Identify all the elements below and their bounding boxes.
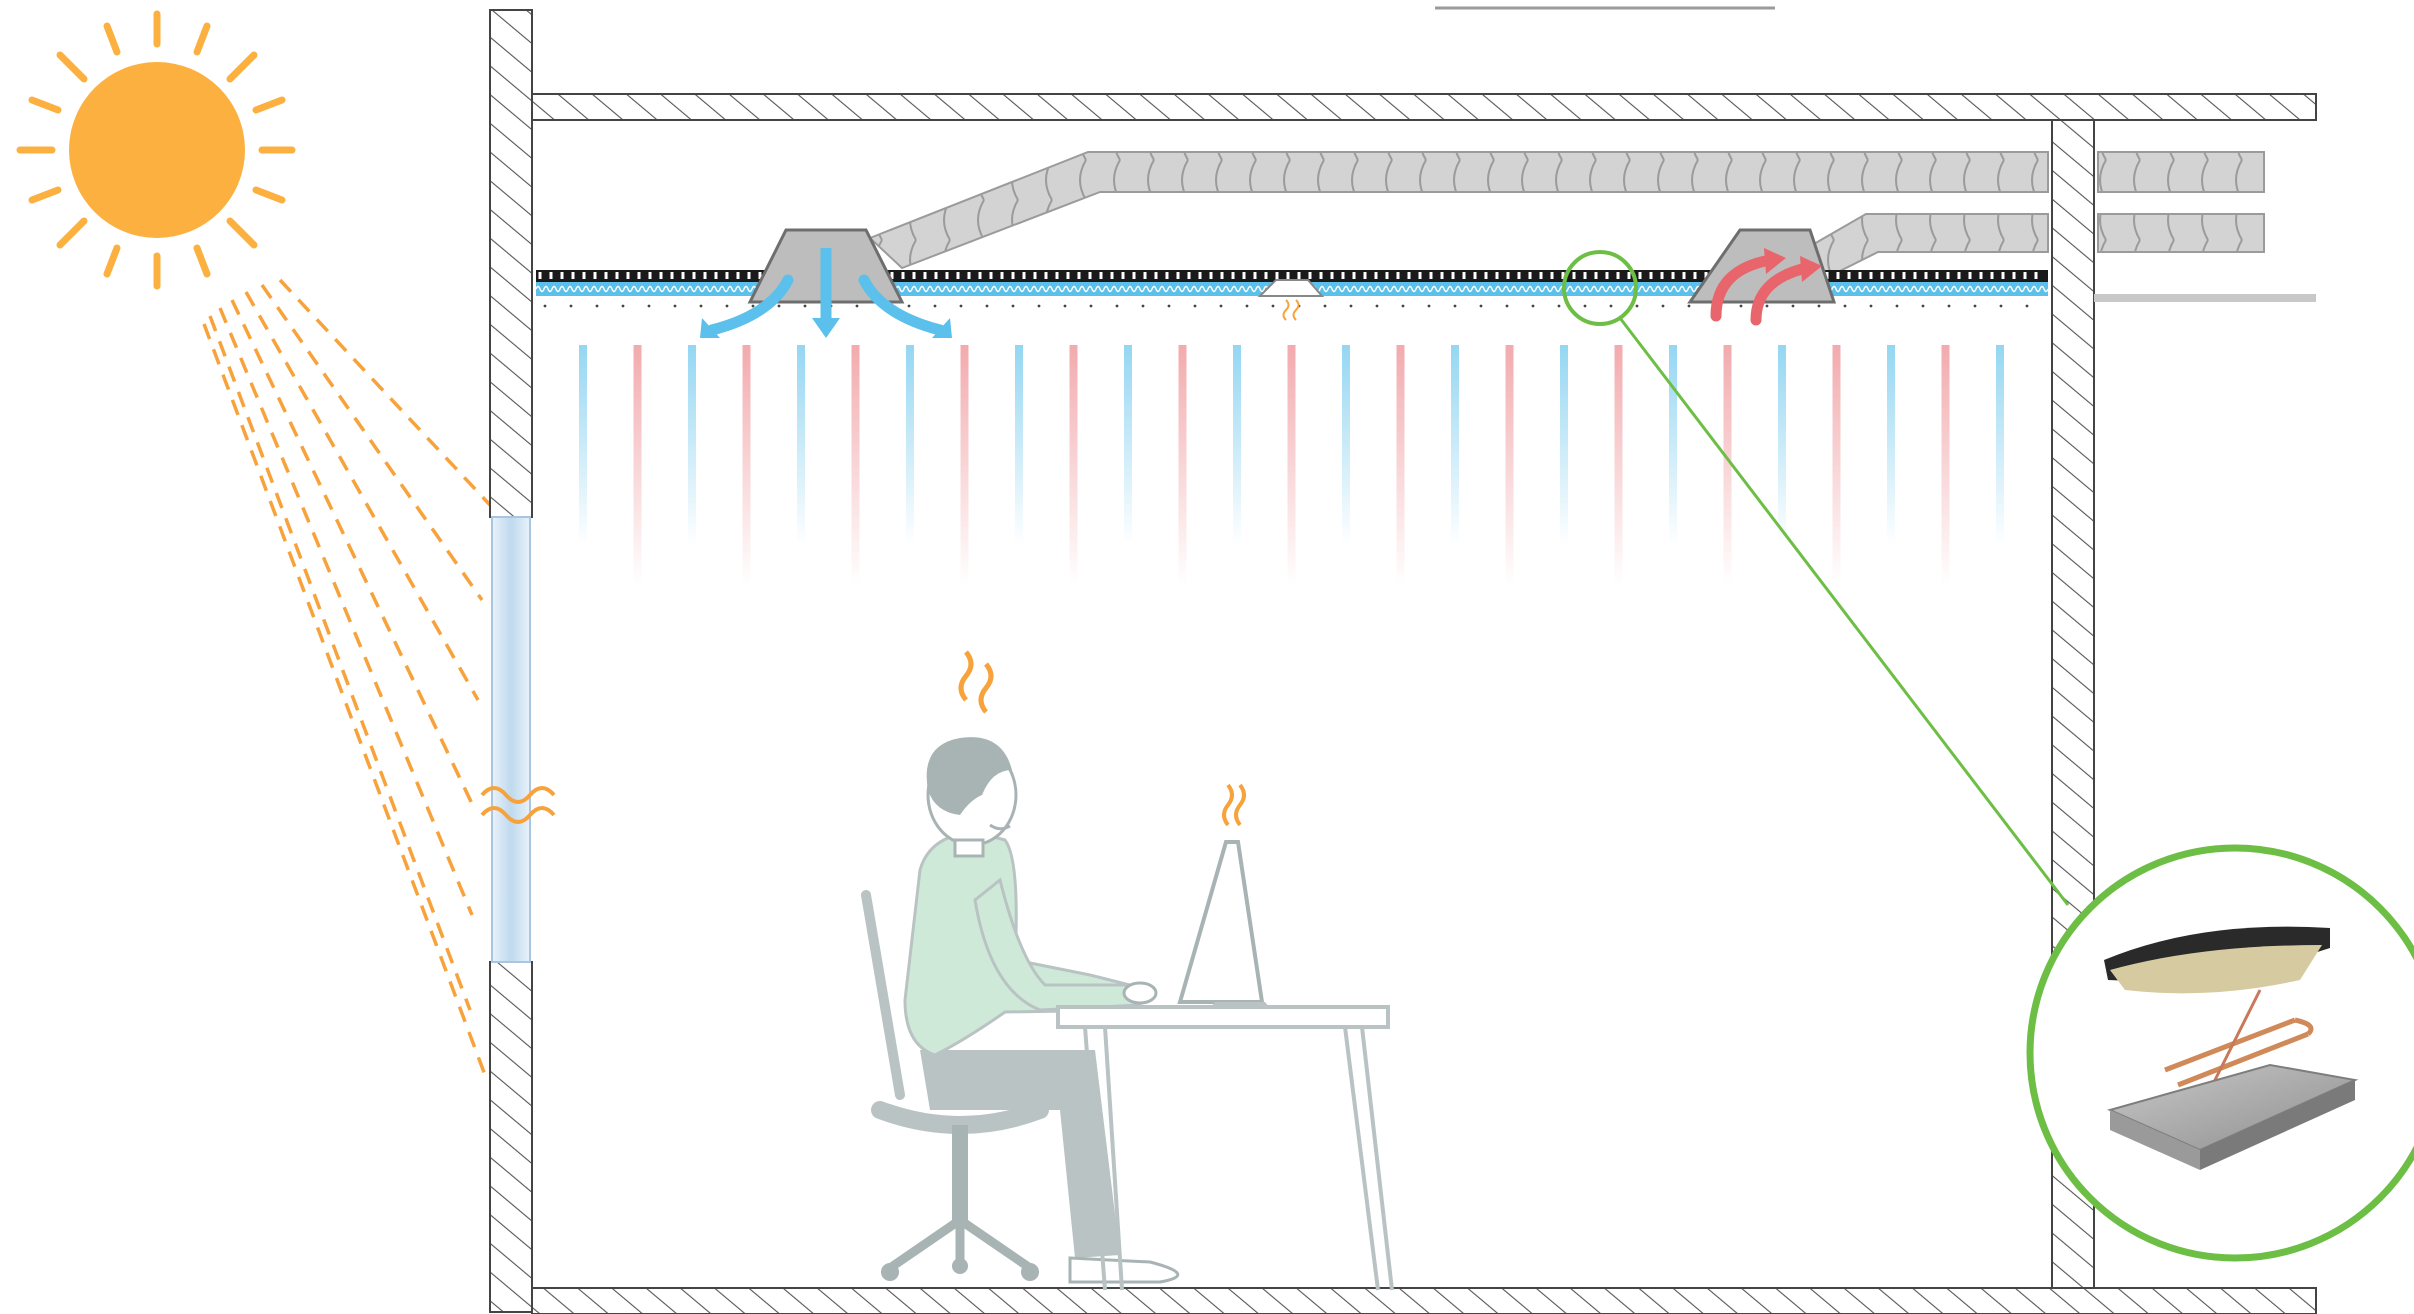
floor-slab — [531, 1287, 2317, 1314]
cool-band — [1996, 345, 2004, 545]
cool-band — [906, 345, 914, 545]
warm-band — [1287, 345, 1296, 585]
warm-band — [960, 345, 969, 585]
return-duct — [1798, 213, 2265, 282]
warm-band — [1069, 345, 1078, 585]
sun-icon — [16, 10, 296, 290]
cool-band — [1887, 345, 1895, 545]
desk — [1056, 1005, 1394, 1291]
cool-band — [1124, 345, 1132, 545]
window-pane — [480, 516, 556, 963]
cool-band — [1342, 345, 1350, 545]
supply-duct — [868, 151, 2265, 270]
sunlight-rays — [202, 278, 492, 1076]
warm-band — [851, 345, 860, 585]
warm-band — [1614, 345, 1623, 585]
radiant-temperature-bands — [579, 345, 2004, 585]
ceiling-panel-detail-icon — [2026, 844, 2414, 1262]
warm-band — [1832, 345, 1841, 585]
left-wall — [489, 9, 533, 1313]
cool-band — [1778, 345, 1786, 545]
person-at-desk-icon — [861, 650, 1180, 1284]
cool-band — [579, 345, 587, 545]
cool-band — [1015, 345, 1023, 545]
cool-band — [797, 345, 805, 545]
warm-band — [1723, 345, 1732, 585]
warm-band — [1941, 345, 1950, 585]
cool-band — [1669, 345, 1677, 545]
cool-band — [1560, 345, 1568, 545]
desktop-monitor-icon — [1177, 783, 1270, 1008]
return-air-grille — [1687, 228, 1837, 326]
warm-band — [1178, 345, 1187, 585]
body-heat-wave — [958, 650, 974, 702]
cool-band — [1233, 345, 1241, 545]
ceiling-light-icon — [1257, 279, 1325, 321]
ceiling-slab — [531, 6, 2317, 121]
warm-band — [742, 345, 751, 585]
detail-callout — [1562, 250, 2070, 906]
window-heat-wave — [480, 786, 556, 804]
warm-band — [1505, 345, 1514, 585]
cool-band — [1451, 345, 1459, 545]
warm-band — [633, 345, 642, 585]
cool-band — [688, 345, 696, 545]
supply-air-diffuser — [700, 228, 952, 338]
warm-band — [1396, 345, 1405, 585]
climate-ceiling-panels — [535, 270, 2049, 308]
